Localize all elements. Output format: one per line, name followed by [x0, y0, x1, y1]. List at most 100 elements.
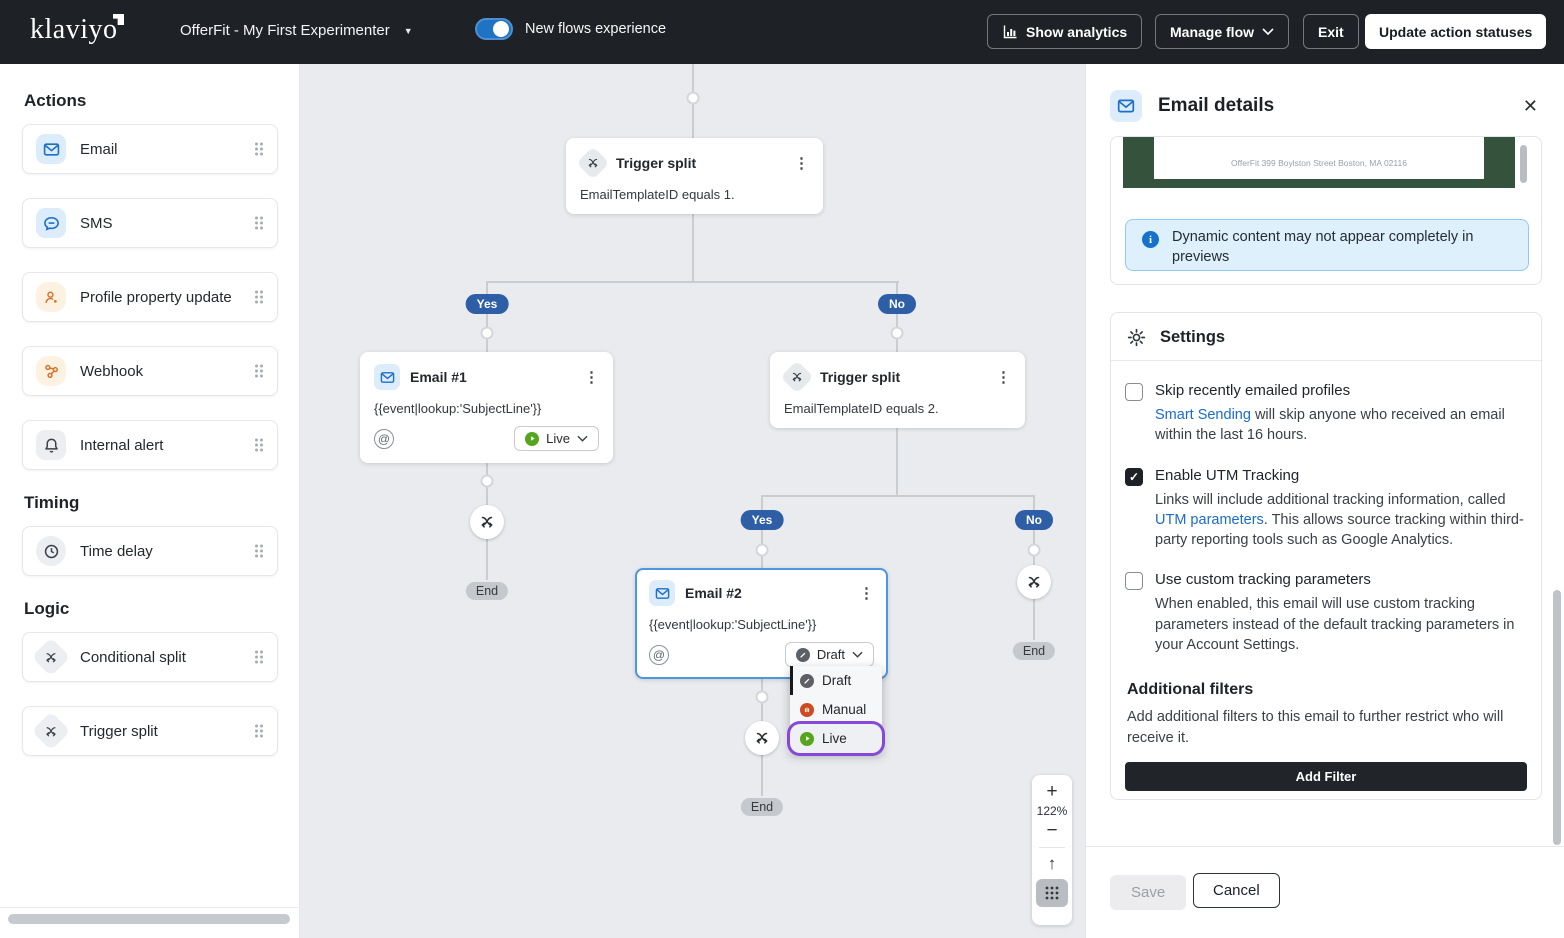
sidebar-item-webhook[interactable]: Webhook [22, 346, 278, 396]
kebab-menu-icon[interactable]: ⋮ [584, 369, 599, 386]
drag-handle-icon[interactable] [254, 649, 264, 665]
sidebar-divider [0, 907, 298, 908]
branch-label-no: No [878, 294, 916, 314]
update-action-statuses-button[interactable]: Update action statuses [1365, 14, 1547, 49]
settings-title: Settings [1160, 328, 1226, 346]
sidebar-item-trigger-split[interactable]: Trigger split [22, 706, 278, 756]
connector-line [486, 281, 488, 352]
sidebar-item-sms[interactable]: SMS [22, 198, 278, 248]
gear-icon [1127, 328, 1146, 347]
settings-header: Settings [1127, 328, 1525, 347]
manage-flow-button[interactable]: Manage flow [1155, 14, 1290, 49]
utm-parameters-link[interactable]: UTM parameters [1155, 511, 1264, 528]
flow-canvas[interactable]: Yes No Yes No Trigger split ⋮ EmailTempl… [300, 64, 1085, 938]
sidebar-item-email[interactable]: Email [22, 124, 278, 174]
status-select-draft[interactable]: Draft [784, 642, 874, 667]
custom-tracking-parameters-checkbox[interactable] [1125, 572, 1143, 591]
smart-sending-link[interactable]: Smart Sending [1155, 407, 1251, 423]
info-icon: i [1142, 231, 1159, 248]
kebab-menu-icon[interactable]: ⋮ [794, 155, 809, 172]
new-flows-toggle-wrap: New flows experience [475, 18, 666, 40]
connector-dot [1027, 543, 1041, 557]
sidebar-item-time-delay[interactable]: Time delay [22, 526, 278, 576]
drag-handle-icon[interactable] [254, 289, 264, 305]
chevron-down-icon [577, 435, 588, 442]
connector-dot [480, 474, 494, 488]
draft-status-icon [800, 673, 814, 688]
connector-line [692, 206, 694, 282]
panel-title: Email details [1158, 95, 1275, 116]
divider [1039, 847, 1065, 848]
status-dropdown-menu: Draft Manual Live [790, 666, 882, 753]
option-description-text: . This allows source tracking within thi… [1155, 511, 1524, 549]
sidebar-horizontal-scrollbar[interactable] [8, 914, 290, 924]
skip-recently-emailed-checkbox[interactable] [1125, 383, 1143, 401]
drag-handle-icon[interactable] [254, 215, 264, 231]
show-analytics-label: Show analytics [1026, 23, 1128, 40]
drag-handle-icon[interactable] [254, 723, 264, 739]
sidebar-item-label: SMS [80, 214, 113, 232]
kebab-menu-icon[interactable]: ⋮ [859, 585, 874, 602]
check-icon: ✓ [1128, 469, 1140, 484]
email-icon [36, 134, 66, 164]
sms-icon [36, 208, 66, 238]
sidebar-item-conditional-split[interactable]: Conditional split [22, 632, 278, 682]
save-button[interactable]: Save [1110, 875, 1187, 910]
drag-handle-icon[interactable] [254, 543, 264, 559]
scroll-to-top-button[interactable]: ↑ [1047, 854, 1057, 873]
settings-card: Settings Skip recently emailed profiles … [1110, 312, 1542, 800]
exit-button[interactable]: Exit [1303, 14, 1359, 49]
sidebar-item-label: Time delay [80, 542, 153, 560]
cancel-button[interactable]: Cancel [1193, 873, 1280, 908]
email-icon [374, 364, 400, 390]
sidebar-item-internal-alert[interactable]: Internal alert [22, 420, 278, 470]
manage-flow-label: Manage flow [1170, 23, 1255, 40]
draft-status-icon [795, 647, 810, 662]
connector-dot [755, 543, 769, 557]
drag-handle-icon[interactable] [254, 363, 264, 379]
new-flows-toggle[interactable] [475, 18, 513, 40]
email-1-node[interactable]: Email #1 ⋮ {{event|lookup:'SubjectLine'}… [360, 352, 613, 463]
drag-handle-icon[interactable] [254, 141, 264, 157]
additional-filters-title: Additional filters [1127, 681, 1254, 699]
trigger-split-add-circle[interactable] [1017, 565, 1051, 599]
email-2-node[interactable]: Email #2 ⋮ {{event|lookup:'SubjectLine'}… [635, 568, 888, 679]
preview-address: OfferFit 399 Boylston Street Boston, MA … [1231, 158, 1407, 168]
end-label: End [1012, 642, 1056, 660]
option-description-text: Links will include additional tracking i… [1155, 491, 1506, 508]
preview-scrollbar[interactable] [1520, 145, 1527, 183]
menu-item-live[interactable]: Live [790, 724, 882, 753]
add-filter-button[interactable]: Add Filter [1125, 761, 1527, 791]
drag-handle-icon[interactable] [254, 437, 264, 453]
zoom-in-button[interactable]: + [1046, 781, 1058, 802]
mention-icon: @ [374, 428, 394, 449]
manual-status-icon [800, 702, 814, 717]
trigger-split-icon [31, 711, 71, 751]
node-condition: EmailTemplateID equals 2. [784, 401, 939, 416]
menu-item-draft[interactable]: Draft [790, 666, 882, 695]
live-status-icon [525, 431, 540, 446]
panel-header: Email details ✕ [1110, 90, 1538, 122]
branch-label-yes: Yes [740, 510, 784, 530]
menu-item-label: Manual [822, 702, 867, 717]
kebab-menu-icon[interactable]: ⋮ [996, 369, 1011, 386]
status-select-live[interactable]: Live [514, 426, 599, 451]
zoom-controls: + 122% − ↑ [1032, 775, 1072, 925]
panel-scrollbar[interactable] [1553, 590, 1561, 845]
option-description: Smart Sending will skip anyone who recei… [1155, 405, 1527, 446]
enable-utm-tracking-checkbox[interactable]: ✓ [1125, 467, 1143, 486]
trigger-split-add-circle[interactable] [745, 721, 779, 755]
trigger-split-node-1[interactable]: Trigger split ⋮ EmailTemplateID equals 1… [566, 138, 823, 214]
zoom-out-button[interactable]: − [1046, 820, 1058, 841]
trigger-split-node-2[interactable]: Trigger split ⋮ EmailTemplateID equals 2… [770, 352, 1025, 428]
sidebar-item-profile-property-update[interactable]: Profile property update [22, 272, 278, 322]
trigger-split-add-circle[interactable] [470, 505, 504, 539]
menu-item-manual[interactable]: Manual [790, 695, 882, 724]
connector-line [487, 281, 899, 283]
minimap-grid-button[interactable] [1036, 879, 1068, 907]
close-icon[interactable]: ✕ [1522, 95, 1538, 116]
sidebar-item-label: Email [80, 140, 118, 158]
bar-chart-icon [1003, 25, 1017, 38]
show-analytics-button[interactable]: Show analytics [987, 14, 1143, 49]
flow-name-selector[interactable]: OfferFit - My First Experimenter ▼ [180, 22, 413, 39]
